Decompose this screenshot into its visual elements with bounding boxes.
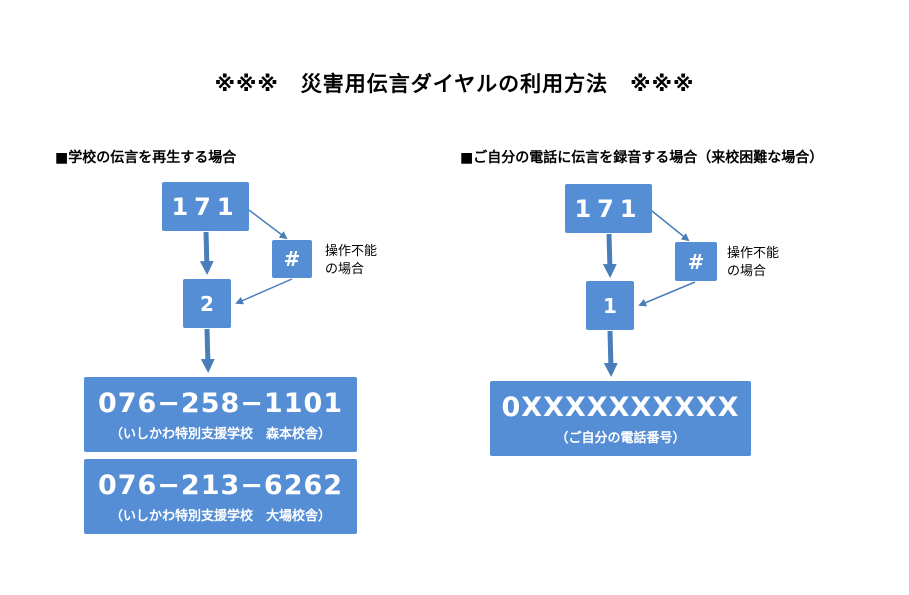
arrow-171-to-hash <box>651 210 690 242</box>
right-note: 操作不能 の場合 <box>727 245 779 281</box>
left-hash-box: # <box>272 240 312 278</box>
right-option-box: 1 <box>586 281 634 330</box>
number-box-morimoto: 076−258−1101 （いしかわ特別支援学校 森本校舎） <box>84 377 357 452</box>
note-line: 操作不能 <box>727 246 780 261</box>
right-arrows <box>602 210 696 377</box>
phone-number: 0XXXXXXXXXX <box>501 391 740 423</box>
phone-number: 076−258−1101 <box>97 387 344 419</box>
note-line: の場合 <box>727 264 767 279</box>
right-heading: ■ご自分の電話に伝言を録音する場合（来校困難な場合） <box>460 150 824 166</box>
arrow-1-to-number <box>603 330 618 377</box>
left-dial-171-box: 171 <box>162 182 249 231</box>
note-line: 操作不能 <box>325 244 378 259</box>
page-title: ※※※ 災害用伝言ダイヤルの利用方法 ※※※ <box>214 72 695 96</box>
right-dial-171-box: 171 <box>565 184 652 233</box>
own-number-box: 0XXXXXXXXXX （ご自分の電話番号） <box>490 381 751 456</box>
arrow-171-to-1 <box>602 233 617 278</box>
right-hash-box: # <box>675 242 717 281</box>
left-heading: ■学校の伝言を再生する場合 <box>55 150 237 166</box>
arrow-171-to-hash <box>248 209 288 240</box>
left-note: 操作不能 の場合 <box>325 243 377 279</box>
arrow-171-to-2 <box>199 231 214 275</box>
left-arrows <box>199 209 293 373</box>
phone-label: （いしかわ特別支援学校 森本校舎） <box>109 426 331 442</box>
left-option-box: 2 <box>183 279 231 328</box>
phone-label: （ご自分の電話番号） <box>555 430 686 446</box>
phone-number: 076−213−6262 <box>97 469 344 501</box>
note-line: の場合 <box>325 262 365 277</box>
phone-label: （いしかわ特別支援学校 大場校舎） <box>109 508 331 524</box>
arrow-hash-to-1 <box>638 281 696 307</box>
number-box-oba: 076−213−6262 （いしかわ特別支援学校 大場校舎） <box>84 459 357 534</box>
arrow-2-to-number <box>200 328 215 373</box>
arrow-hash-to-2 <box>235 278 293 305</box>
